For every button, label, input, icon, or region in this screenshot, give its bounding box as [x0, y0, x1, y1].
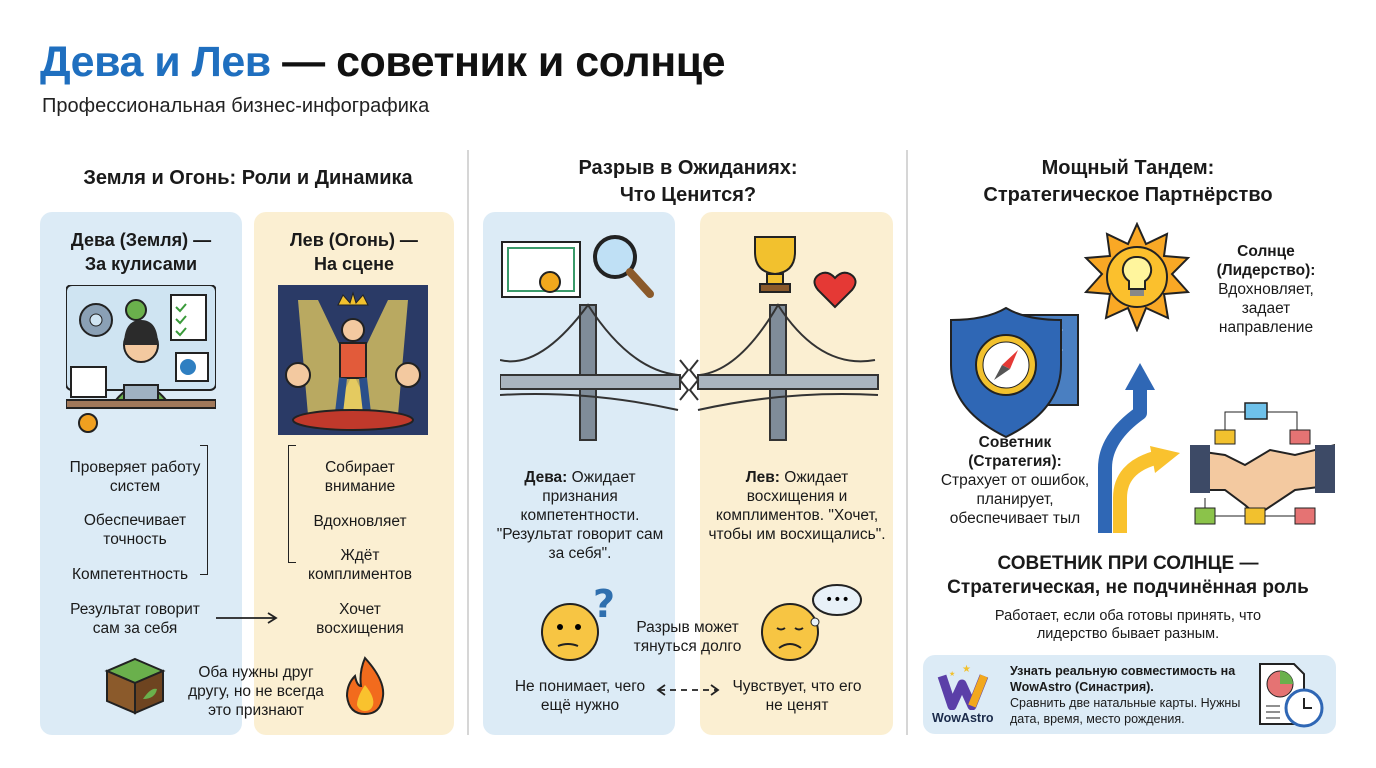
office-worker-illustration	[66, 285, 216, 433]
motto: СОВЕТНИК ПРИ СОЛНЦЕ —Стратегическая, не …	[947, 553, 1309, 598]
svg-text:★: ★	[949, 670, 955, 678]
wowastro-logo: ★★	[937, 664, 989, 710]
svg-text:•••: •••	[825, 592, 850, 608]
section1-footer: Оба нужны друг другу, но не всегда это п…	[188, 664, 324, 719]
shield-compass-icon	[950, 306, 1079, 439]
trophy-heart-icon	[754, 236, 857, 309]
subtitle: Профессиональная бизнес-инфографика	[42, 95, 430, 117]
thinking-face-icon: ?	[541, 582, 615, 661]
handshake-flow-icon	[1190, 402, 1335, 525]
svg-text:?: ?	[593, 582, 615, 626]
svg-text:★: ★	[962, 664, 971, 675]
arrow-right-icon	[216, 612, 278, 624]
stage-performer-illustration	[278, 285, 428, 435]
virgo-item: Компетентность	[71, 566, 189, 583]
advisor-description: Советник (Стратегия):Страхует от ошибок,…	[940, 434, 1090, 527]
virgo-expectation: Дева: Ожидает признания компетентности. …	[496, 469, 664, 562]
double-arrow-icon	[656, 684, 720, 696]
bracket	[200, 445, 208, 575]
divider	[467, 150, 469, 735]
virgo-feeling: Не понимает, чего ещё нужно	[514, 678, 646, 714]
leo-item: Вдохновляет	[313, 513, 407, 530]
leo-title: Лев (Огонь) —На сцене	[290, 230, 418, 274]
leo-item: Ждёт комплиментов	[308, 547, 412, 583]
virgo-item: Обеспечивает точность	[83, 512, 187, 548]
gap-note: Разрыв может тянуться долго	[633, 619, 742, 655]
broken-bridge-illustration	[500, 303, 879, 441]
leo-feeling: Чувствует, что его не ценят	[732, 678, 862, 714]
page-title: Дева и Лев — советник и солнце	[40, 38, 726, 86]
sun-description: Солнце (Лидерство):Вдохновляет, задает н…	[1216, 243, 1316, 336]
virgo-result: Результат говорит сам за себя	[70, 601, 200, 637]
leo-item: Собирает внимание	[324, 459, 396, 495]
promo-text: Узнать реальную совместимость на WowAstr…	[1010, 664, 1241, 726]
section3-heading: Мощный Тандем:Стратегическое Партнёрство	[983, 157, 1273, 206]
sad-face-thought-icon: •••	[761, 584, 862, 661]
virgo-title: Дева (Земля) —За кулисами	[70, 230, 212, 274]
earth-cube-icon	[104, 657, 166, 715]
wowastro-brand: WowAstro	[932, 711, 994, 725]
bracket	[288, 445, 296, 563]
divider	[906, 150, 908, 735]
section2-heading: Разрыв в Ожиданиях:Что Ценится?	[578, 157, 798, 206]
certificate-magnifier-icon	[501, 235, 654, 298]
chart-clock-icon	[1259, 663, 1324, 728]
leo-expectation: Лев: Ожидает восхищения и комплиментов. …	[708, 469, 886, 543]
diverging-arrows-icon	[1098, 363, 1180, 533]
section3-note: Работает, если оба готовы принять, что л…	[994, 608, 1262, 642]
virgo-item: Проверяет работу систем	[69, 459, 201, 495]
section1-heading: Земля и Огонь: Роли и Динамика	[83, 167, 413, 189]
sun-lightbulb-icon	[1083, 222, 1191, 332]
fire-icon	[345, 656, 385, 716]
leo-result: Хочет восхищения	[316, 601, 404, 637]
